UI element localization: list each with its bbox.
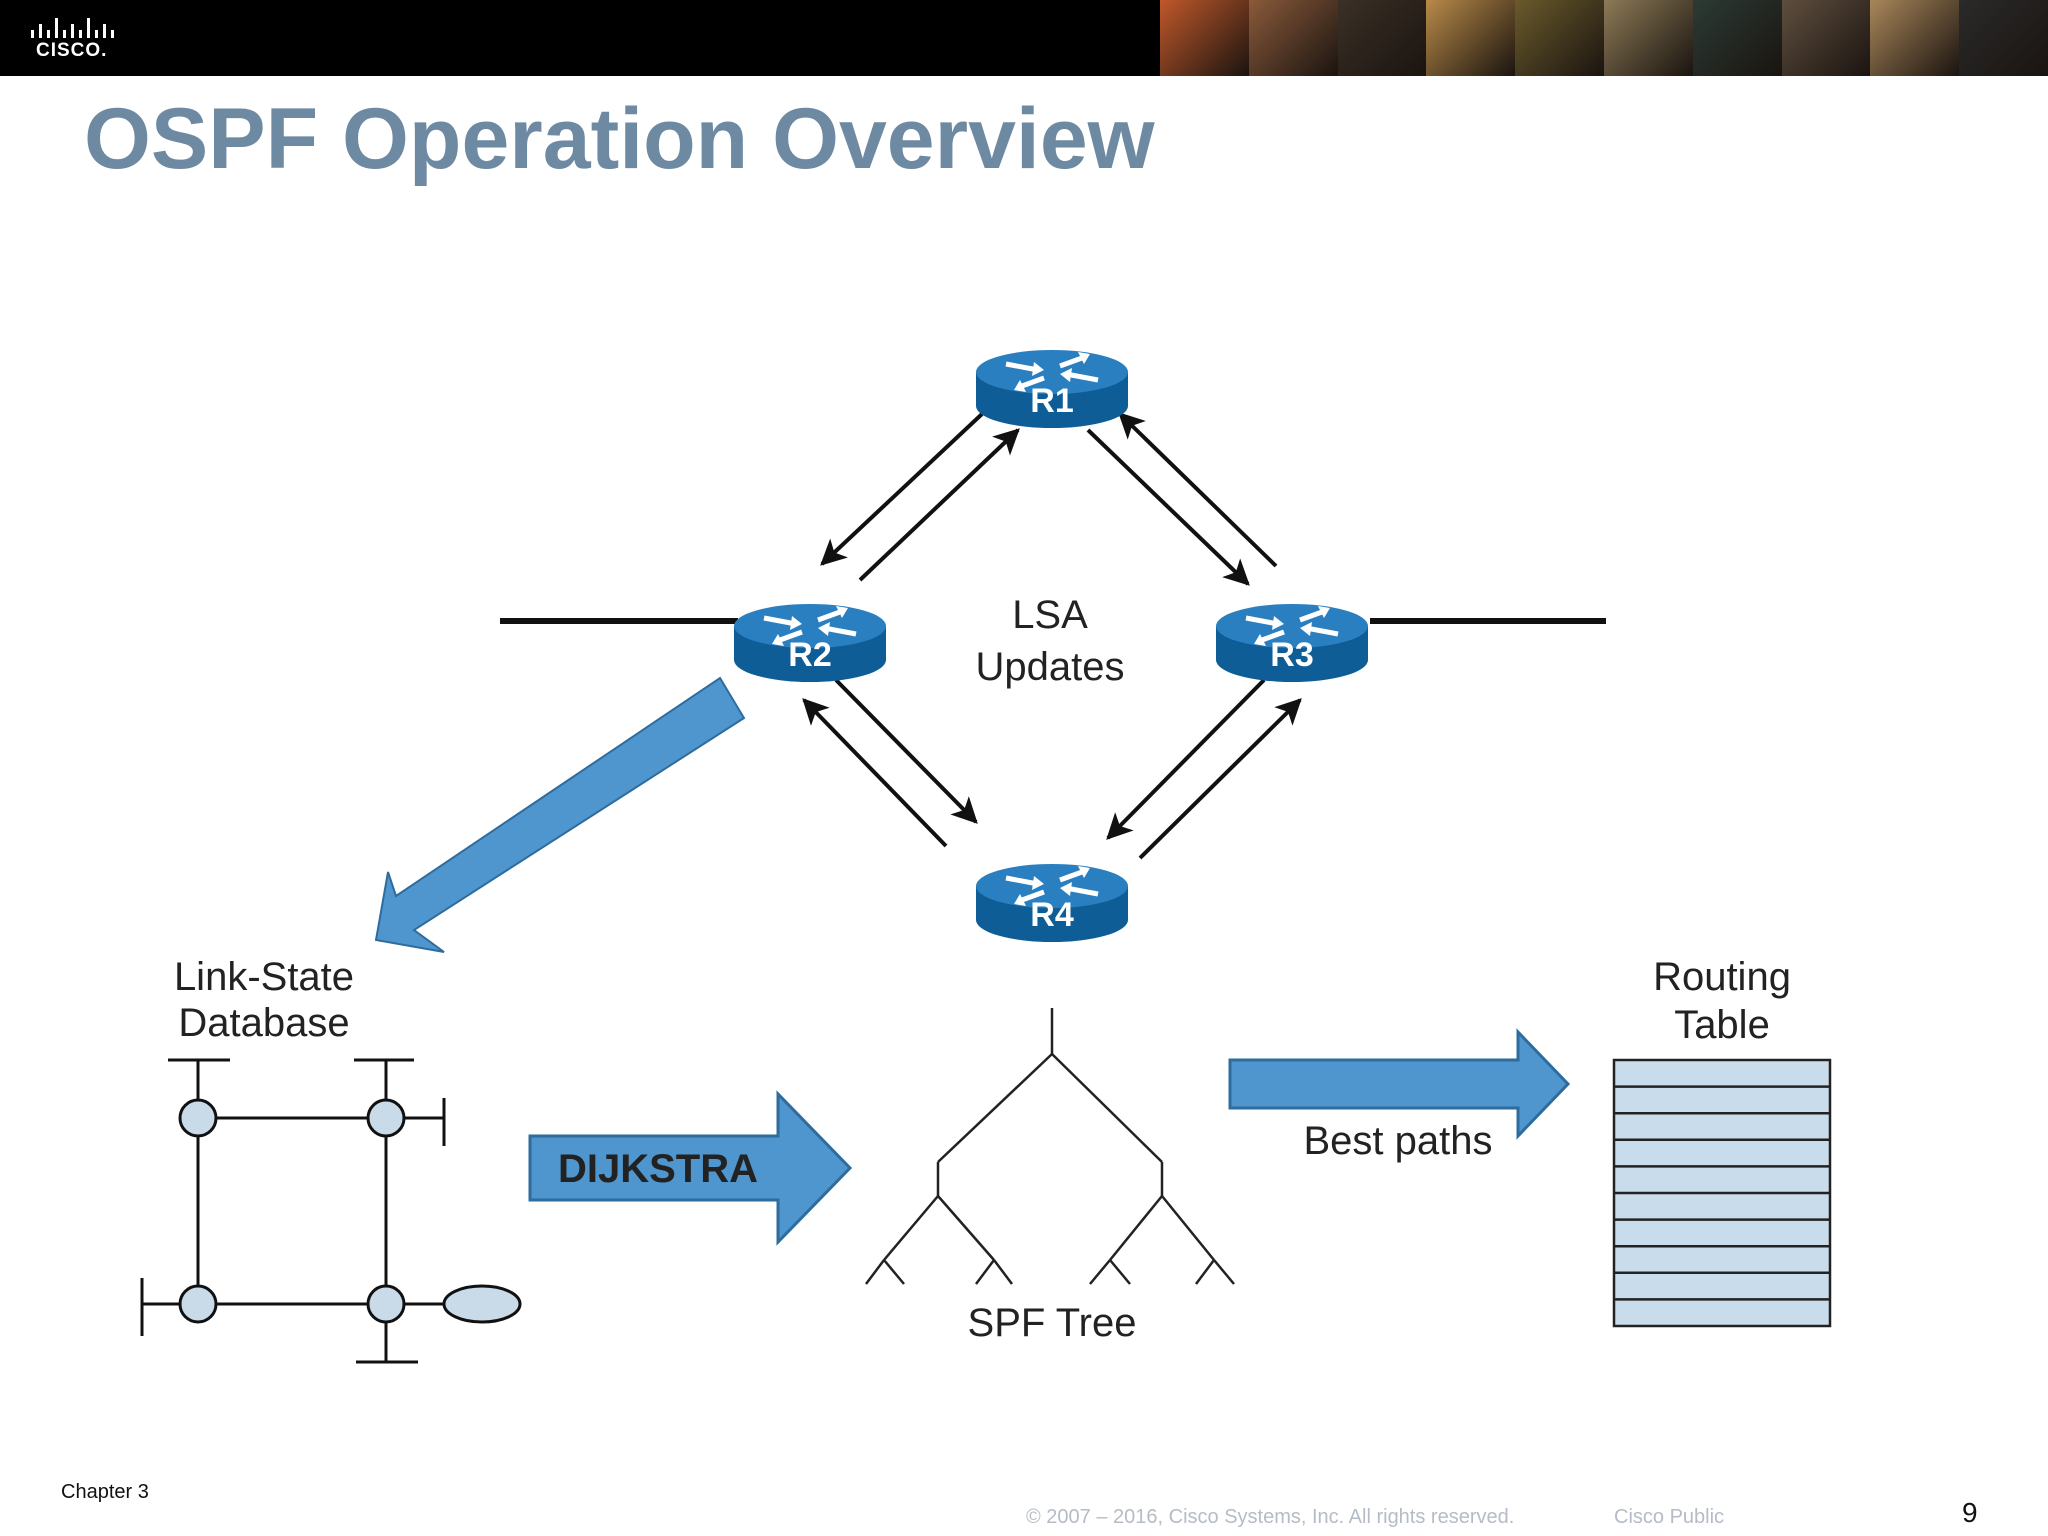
spf-tree-label: SPF Tree — [968, 1301, 1137, 1345]
router-arrows-icon — [1005, 866, 1099, 906]
cisco-logo-text: CISCO. — [36, 40, 108, 61]
header-photo — [1959, 0, 2048, 76]
lsa-arrow-r2-to-r4 — [834, 678, 978, 824]
page-number: 9 — [1962, 1497, 1978, 1528]
lsa-arrow-r1-to-r3 — [1086, 428, 1250, 586]
lsa-arrow-r2-to-r1 — [858, 428, 1020, 582]
lsa-arrow-r4-to-r2 — [802, 698, 948, 848]
lsa-arrow-r4-to-r3 — [1138, 698, 1302, 860]
router-r4-label: R4 — [1030, 896, 1074, 934]
photo-strip — [1160, 0, 2048, 76]
dijkstra-arrow — [528, 1090, 853, 1246]
spf-tree-icon — [865, 1008, 1235, 1285]
header-photo — [1781, 0, 1871, 76]
cisco-logo — [31, 18, 114, 38]
router-r2-label: R2 — [788, 636, 831, 674]
best-paths-label: Best paths — [1303, 1119, 1492, 1163]
router-r1-label: R1 — [1030, 382, 1073, 420]
footer-copyright: © 2007 – 2016, Cisco Systems, Inc. All r… — [1026, 1506, 1515, 1528]
footer-classification: Cisco Public — [1614, 1506, 1725, 1528]
router-r1: R1 — [976, 350, 1128, 428]
routing-label-line1: Routing — [1653, 955, 1791, 999]
router-r3-label: R3 — [1270, 636, 1313, 674]
header-photo — [1426, 0, 1516, 76]
router-r3: R3 — [1216, 604, 1368, 682]
slide-title: OSPF Operation Overview — [84, 91, 1155, 187]
header-photo — [1870, 0, 1960, 76]
header-photo — [1515, 0, 1604, 76]
routing-table-icon — [1612, 1058, 1832, 1328]
lsa-arrow-r3-to-r4 — [1106, 678, 1266, 840]
best-paths-arrow — [1228, 1028, 1571, 1140]
lsdb-label-line2: Database — [178, 1001, 349, 1045]
header-photo — [1603, 0, 1693, 76]
header-photo — [1160, 0, 1249, 76]
routing-label-line2: Table — [1674, 1003, 1770, 1047]
header-bar: CISCO. — [0, 0, 2048, 76]
router-r2: R2 — [734, 604, 886, 682]
lsa-arrow-r1-to-r2 — [820, 412, 984, 566]
router-arrows-icon — [763, 606, 857, 646]
lsa-label-line2: Updates — [976, 645, 1125, 689]
lsdb-label-line1: Link-State — [174, 955, 354, 999]
dijkstra-label: DIJKSTRA — [558, 1147, 758, 1191]
lsa-arrow-r3-to-r1 — [1118, 412, 1278, 568]
router-arrows-icon — [1245, 606, 1339, 646]
lsdb-topology-icon — [140, 1058, 522, 1364]
lsa-label-line1: LSA — [1012, 593, 1088, 637]
router-r4: R4 — [976, 864, 1128, 942]
header-photo — [1337, 0, 1427, 76]
header-photo — [1692, 0, 1782, 76]
footer-chapter: Chapter 3 — [61, 1481, 149, 1503]
router-arrows-icon — [1005, 352, 1099, 392]
lsdb-flow-arrow — [374, 676, 746, 953]
header-photo — [1248, 0, 1338, 76]
